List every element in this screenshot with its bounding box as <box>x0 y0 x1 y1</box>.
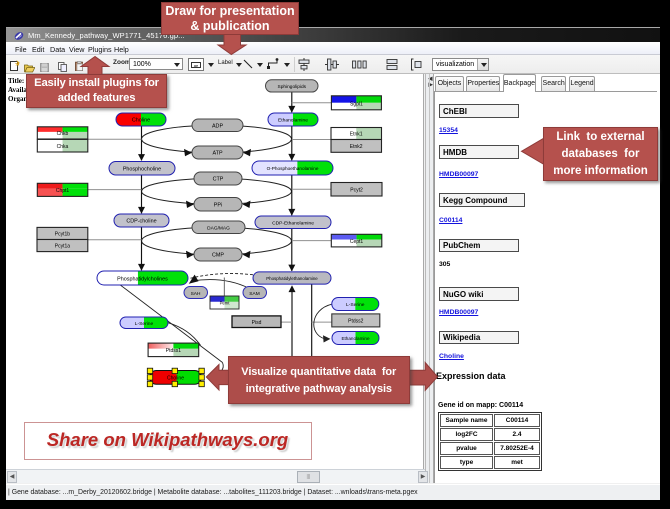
svg-text:Phosphatidylethanolamine: Phosphatidylethanolamine <box>266 276 318 281</box>
svg-text:SAM: SAM <box>249 291 259 297</box>
svg-text:Phosphatidylcholines: Phosphatidylcholines <box>117 276 168 282</box>
svg-text:Pcyt1a: Pcyt1a <box>55 244 71 250</box>
svg-text:Pemt: Pemt <box>220 300 231 305</box>
svg-text:ATP: ATP <box>212 151 222 157</box>
svg-text:Etnk2: Etnk2 <box>350 144 363 150</box>
svg-text:Ptdss1: Ptdss1 <box>166 348 182 354</box>
svg-text:Pcyt2: Pcyt2 <box>350 187 363 193</box>
svg-text:Ethanolamine: Ethanolamine <box>341 336 370 341</box>
svg-text:Availab: Availab <box>8 86 31 94</box>
svg-text:Sphingolipids: Sphingolipids <box>278 84 307 90</box>
svg-text:Pcyt1b: Pcyt1b <box>55 232 71 238</box>
svg-text:Sgpl1: Sgpl1 <box>350 102 363 108</box>
svg-text:CDP-choline: CDP-choline <box>126 219 156 225</box>
svg-text:DAG/MAG: DAG/MAG <box>207 226 230 232</box>
svg-text:Ptdss2: Ptdss2 <box>348 319 364 325</box>
svg-text:Phosphocholine: Phosphocholine <box>123 166 161 172</box>
svg-text:Title:: Title: <box>8 77 24 85</box>
svg-text:PPi: PPi <box>214 203 222 209</box>
svg-text:ADP: ADP <box>212 124 223 130</box>
svg-text:Pisd: Pisd <box>252 320 262 326</box>
svg-text:CMP: CMP <box>212 253 224 259</box>
svg-text:Etnk1: Etnk1 <box>350 132 363 138</box>
svg-text:Choline: Choline <box>167 376 184 382</box>
svg-text:CTP: CTP <box>213 177 224 183</box>
svg-text:SAH: SAH <box>191 291 201 297</box>
svg-text:Choline: Choline <box>132 118 150 124</box>
svg-text:O-Phosphoethanolamine: O-Phosphoethanolamine <box>267 166 319 171</box>
svg-text:L-Serine: L-Serine <box>346 302 365 308</box>
svg-text:L-Serine: L-Serine <box>135 321 154 327</box>
svg-text:Chkb: Chkb <box>57 131 69 137</box>
svg-text:Organis: Organis <box>8 95 32 103</box>
svg-text:Ethanolamine: Ethanolamine <box>278 118 308 124</box>
svg-text:Chka: Chka <box>57 144 69 150</box>
svg-text:Cept1: Cept1 <box>350 239 364 245</box>
svg-text:CDP-Ethanolamine: CDP-Ethanolamine <box>272 220 314 226</box>
svg-text:Chpt1: Chpt1 <box>56 188 70 194</box>
